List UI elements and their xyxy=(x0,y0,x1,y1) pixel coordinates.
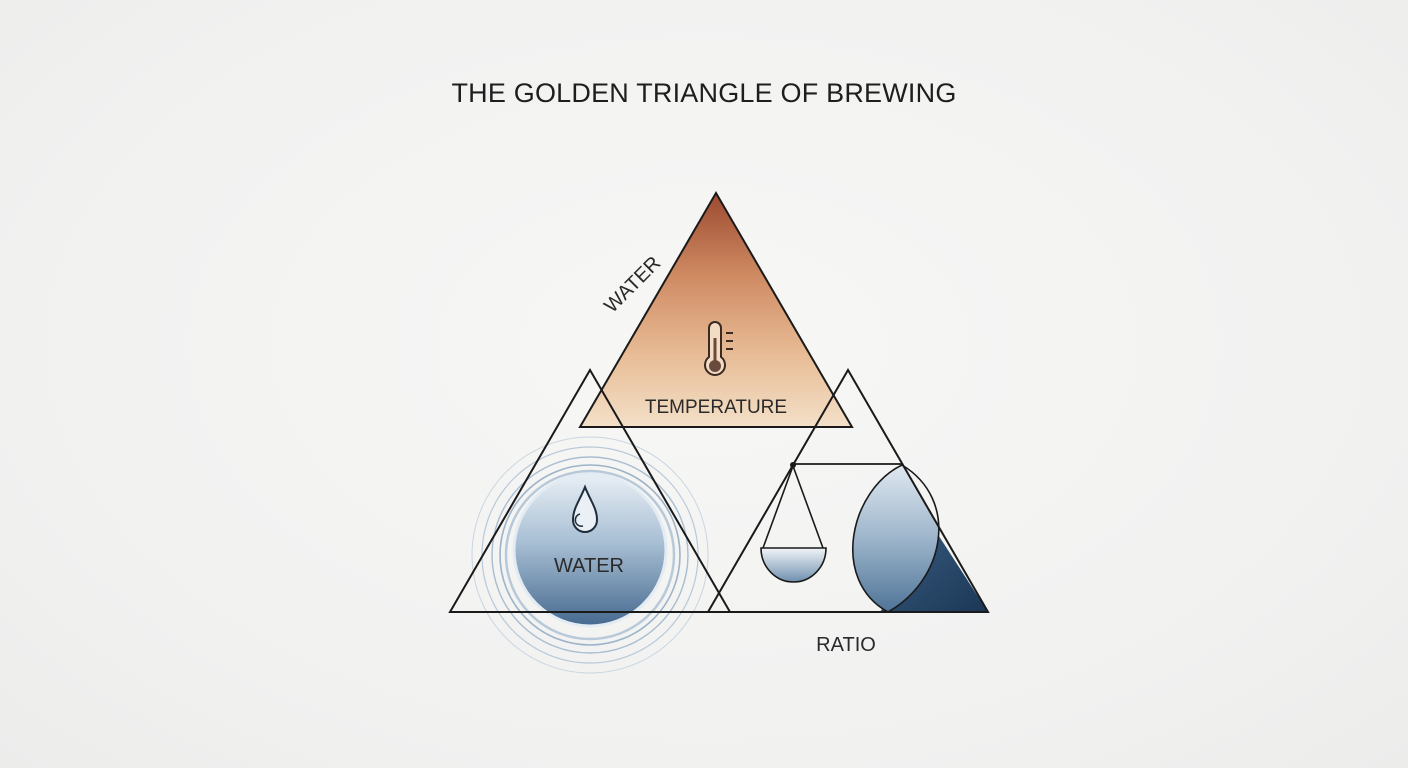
ratio-triangle xyxy=(706,368,990,613)
water-drop-icon xyxy=(571,484,599,533)
water-label: WATER xyxy=(554,555,624,577)
water-triangle xyxy=(448,368,732,613)
ratio-fill xyxy=(852,465,988,612)
ratio-label: RATIO xyxy=(816,634,876,656)
water-ripples xyxy=(471,436,709,674)
temperature-triangle xyxy=(578,191,854,428)
thermometer-icon xyxy=(704,321,733,376)
balance-scale-icon xyxy=(760,462,827,583)
temperature-label: TEMPERATURE xyxy=(645,397,787,418)
diagram-title: THE GOLDEN TRIANGLE OF BREWING xyxy=(451,78,957,108)
water-circle xyxy=(514,474,666,626)
